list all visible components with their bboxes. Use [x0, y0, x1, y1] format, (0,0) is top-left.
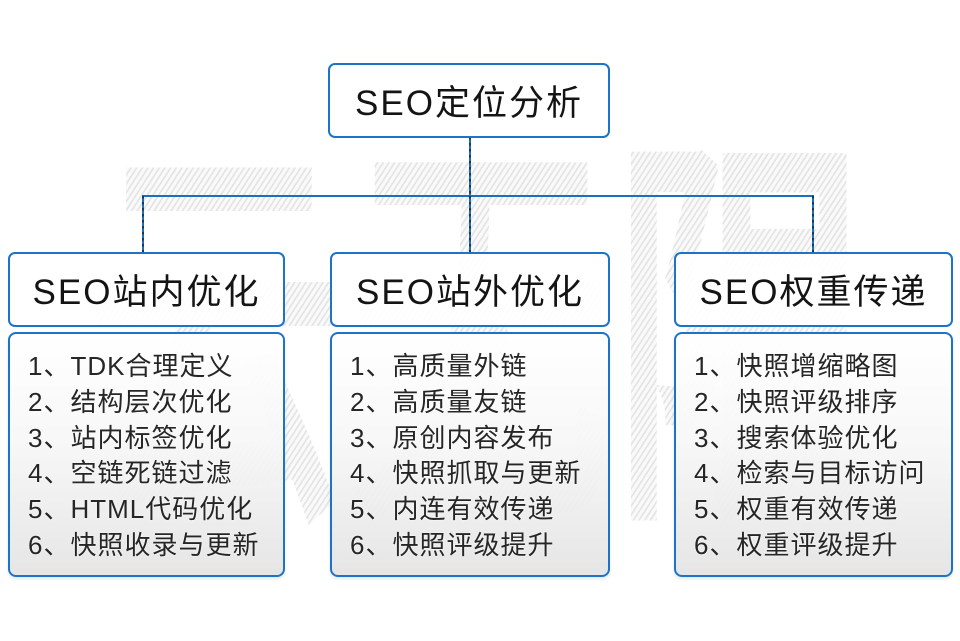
branch-header-offsite-label: SEO站外优化 — [356, 273, 584, 312]
list-item: 1、高质量外链 — [350, 351, 528, 381]
list-item: 2、高质量友链 — [350, 386, 528, 417]
root-node-label: SEO定位分析 — [355, 84, 583, 123]
branch-list-offsite: 1、高质量外链 2、高质量友链 3、原创内容发布 4、快照抓取与更新 5、内连有… — [330, 332, 610, 577]
list-item: 1、TDK合理定义 — [28, 351, 234, 381]
branch-header-onsite-label: SEO站内优化 — [32, 273, 261, 312]
list-item: 6、快照评级提升 — [350, 529, 555, 560]
list-item: 5、权重有效传递 — [694, 494, 899, 525]
branch-header-offsite: SEO站外优化 — [330, 252, 610, 327]
list-item: 2、快照评级排序 — [694, 386, 899, 417]
connector-horizontal — [142, 195, 814, 197]
branch-list-weight: 1、快照增缩略图 2、快照评级排序 3、搜索体验优化 4、检索与目标访问 5、权… — [674, 332, 953, 577]
branch-list-onsite: 1、TDK合理定义 2、结构层次优化 3、站内标签优化 4、空链死链过滤 5、H… — [8, 332, 285, 577]
connector-root-down — [469, 137, 471, 197]
connector-drop-offsite — [469, 196, 471, 253]
list-item: 5、HTML代码优化 — [28, 494, 254, 525]
list-item: 4、空链死链过滤 — [28, 458, 233, 489]
branch-header-weight-label: SEO权重传递 — [699, 273, 928, 312]
list-item: 3、原创内容发布 — [350, 422, 555, 453]
root-node: SEO定位分析 — [328, 63, 610, 138]
connector-drop-onsite — [142, 196, 144, 253]
list-item: 3、站内标签优化 — [28, 422, 233, 453]
branch-header-weight: SEO权重传递 — [674, 252, 953, 327]
branch-header-onsite: SEO站内优化 — [8, 252, 285, 327]
list-item: 3、搜索体验优化 — [694, 422, 899, 453]
list-item: 6、快照收录与更新 — [28, 529, 260, 560]
list-item: 2、结构层次优化 — [28, 386, 233, 417]
list-item: 6、权重评级提升 — [694, 529, 899, 560]
connector-drop-weight — [812, 196, 814, 253]
list-item: 5、内连有效传递 — [350, 494, 555, 525]
list-item: 1、快照增缩略图 — [694, 351, 899, 381]
list-item: 4、快照抓取与更新 — [350, 458, 582, 489]
list-item: 4、检索与目标访问 — [694, 458, 926, 489]
